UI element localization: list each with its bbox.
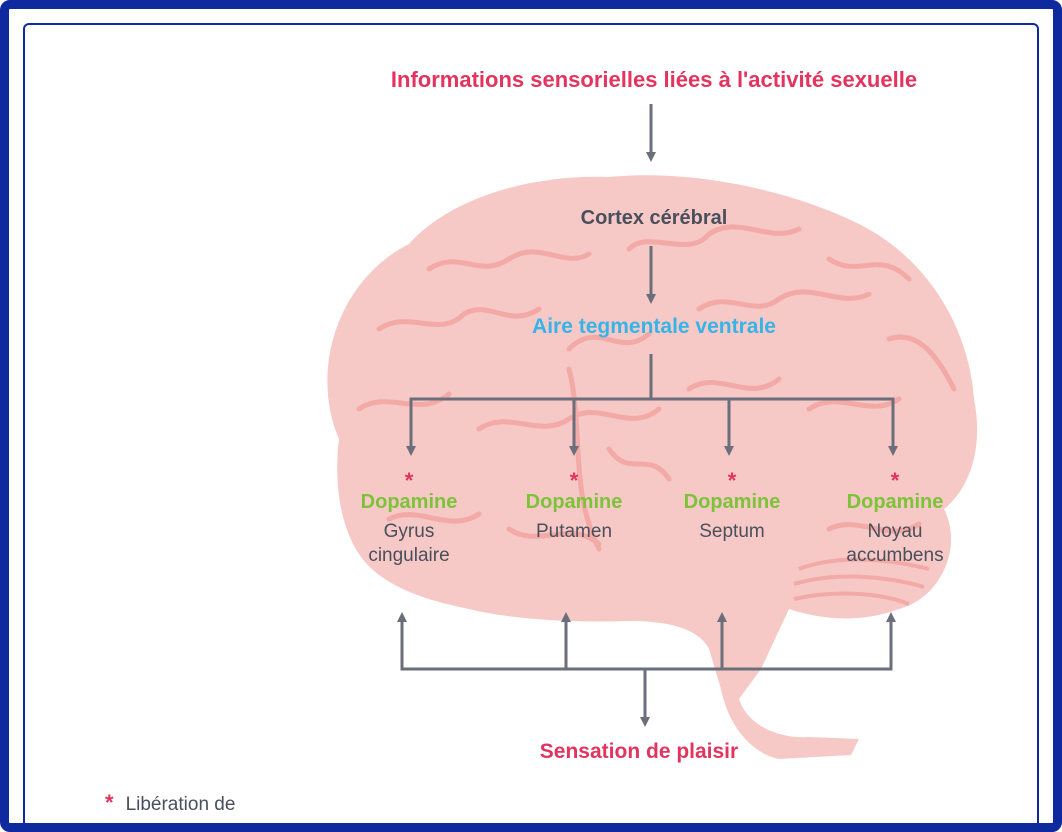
- brain-diagram: [327, 104, 978, 759]
- collection-bus: [400, 621, 893, 671]
- result-label: Sensation de plaisir: [539, 740, 739, 763]
- dopamine-label: Dopamine: [360, 491, 458, 513]
- distribution-bus: [409, 397, 895, 447]
- diagram-title: Informations sensorielles liées à l'acti…: [390, 67, 918, 92]
- legend-star: *: [105, 790, 114, 815]
- legend: * Libération de: [105, 790, 235, 816]
- atv-label: Aire tegmentale ventrale: [532, 315, 776, 338]
- flow-arrows: [397, 104, 898, 727]
- node-septum: * Dopamine Septum: [652, 468, 812, 544]
- release-star: *: [569, 468, 579, 493]
- brain-folds: [356, 224, 957, 552]
- region-label-line1: Septum: [699, 521, 765, 542]
- inner-border: [23, 23, 1039, 823]
- cortex-label: Cortex cérébral: [580, 207, 728, 229]
- brain-illustration: [327, 175, 978, 759]
- region-label-line1: Putamen: [535, 521, 613, 542]
- region-label-line2: accumbens: [846, 545, 944, 566]
- node-putamen: * Dopamine Putamen: [494, 468, 654, 544]
- region-label-line1: Gyrus: [383, 521, 435, 542]
- region-label-line2: cingulaire: [368, 545, 450, 566]
- release-star: *: [727, 468, 737, 493]
- dopamine-label: Dopamine: [525, 491, 623, 513]
- node-gyrus: * Dopamine Gyrus cingulaire: [329, 468, 489, 568]
- node-noyau: * Dopamine Noyau accumbens: [815, 468, 975, 568]
- legend-text: Libération de: [125, 794, 236, 815]
- region-label-line1: Noyau: [867, 521, 923, 542]
- dopamine-label: Dopamine: [683, 491, 781, 513]
- dopamine-label: Dopamine: [846, 491, 944, 513]
- release-star: *: [404, 468, 414, 493]
- release-star: *: [890, 468, 900, 493]
- cerebellum: [793, 557, 930, 606]
